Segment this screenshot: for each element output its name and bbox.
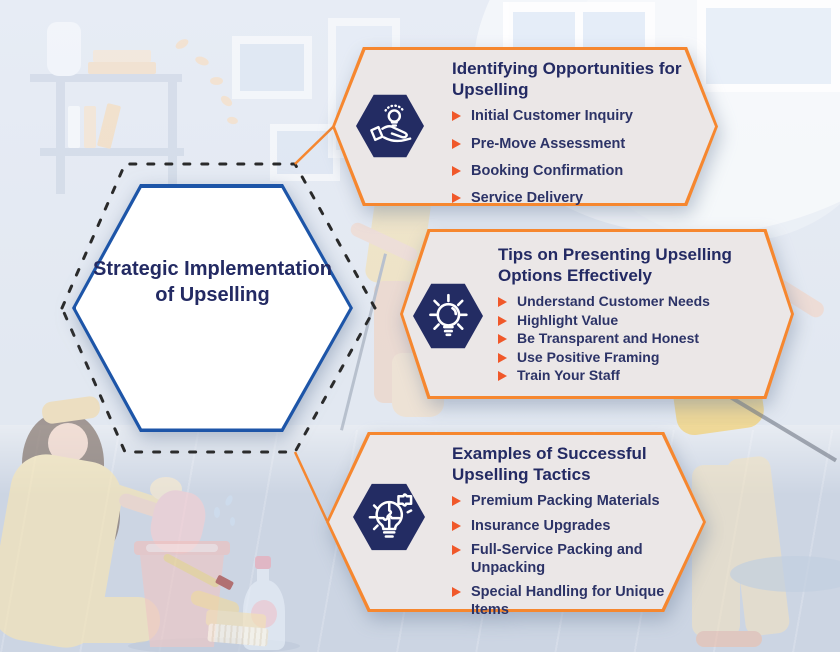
central-hexagon-fill — [75, 187, 350, 429]
bullet-item: Be Transparent and Honest — [498, 330, 780, 348]
bullet-item: Insurance Upgrades — [452, 517, 692, 535]
central-hexagon — [72, 184, 353, 432]
bullet-item: Full-Service Packing and Unpacking — [452, 541, 692, 577]
bullet-item: Premium Packing Materials — [452, 492, 692, 510]
bullet-item: Understand Customer Needs — [498, 293, 780, 311]
bullet-item: Train Your Staff — [498, 367, 780, 385]
bullet-item: Initial Customer Inquiry — [452, 107, 708, 125]
central-title: Strategic Implementation of Upselling — [93, 258, 332, 307]
connector-line-bottom — [293, 451, 329, 522]
bullet-item: Pre-Move Assessment — [452, 135, 708, 153]
bullet-item: Use Positive Framing — [498, 349, 780, 367]
bullet-item: Highlight Value — [498, 312, 780, 330]
panel-title: Identifying Opportunities for Upselling — [452, 59, 682, 99]
bullet-item: Special Handling for Unique Items — [452, 583, 692, 619]
connector-line-top — [294, 126, 334, 165]
panel-identifying-opportunities: Identifying Opportunities for Upselling … — [332, 47, 718, 206]
panel-examples-tactics: Examples of Successful Upselling Tactics… — [326, 432, 706, 618]
panel-tips-presenting: Tips on Presenting Upselling Options Eff… — [400, 229, 794, 399]
panel-title: Examples of Successful Upselling Tactics — [452, 444, 647, 484]
bullet-item: Booking Confirmation — [452, 162, 708, 180]
panel-title: Tips on Presenting Upselling Options Eff… — [498, 245, 732, 285]
bullet-item: Service Delivery — [452, 189, 708, 207]
